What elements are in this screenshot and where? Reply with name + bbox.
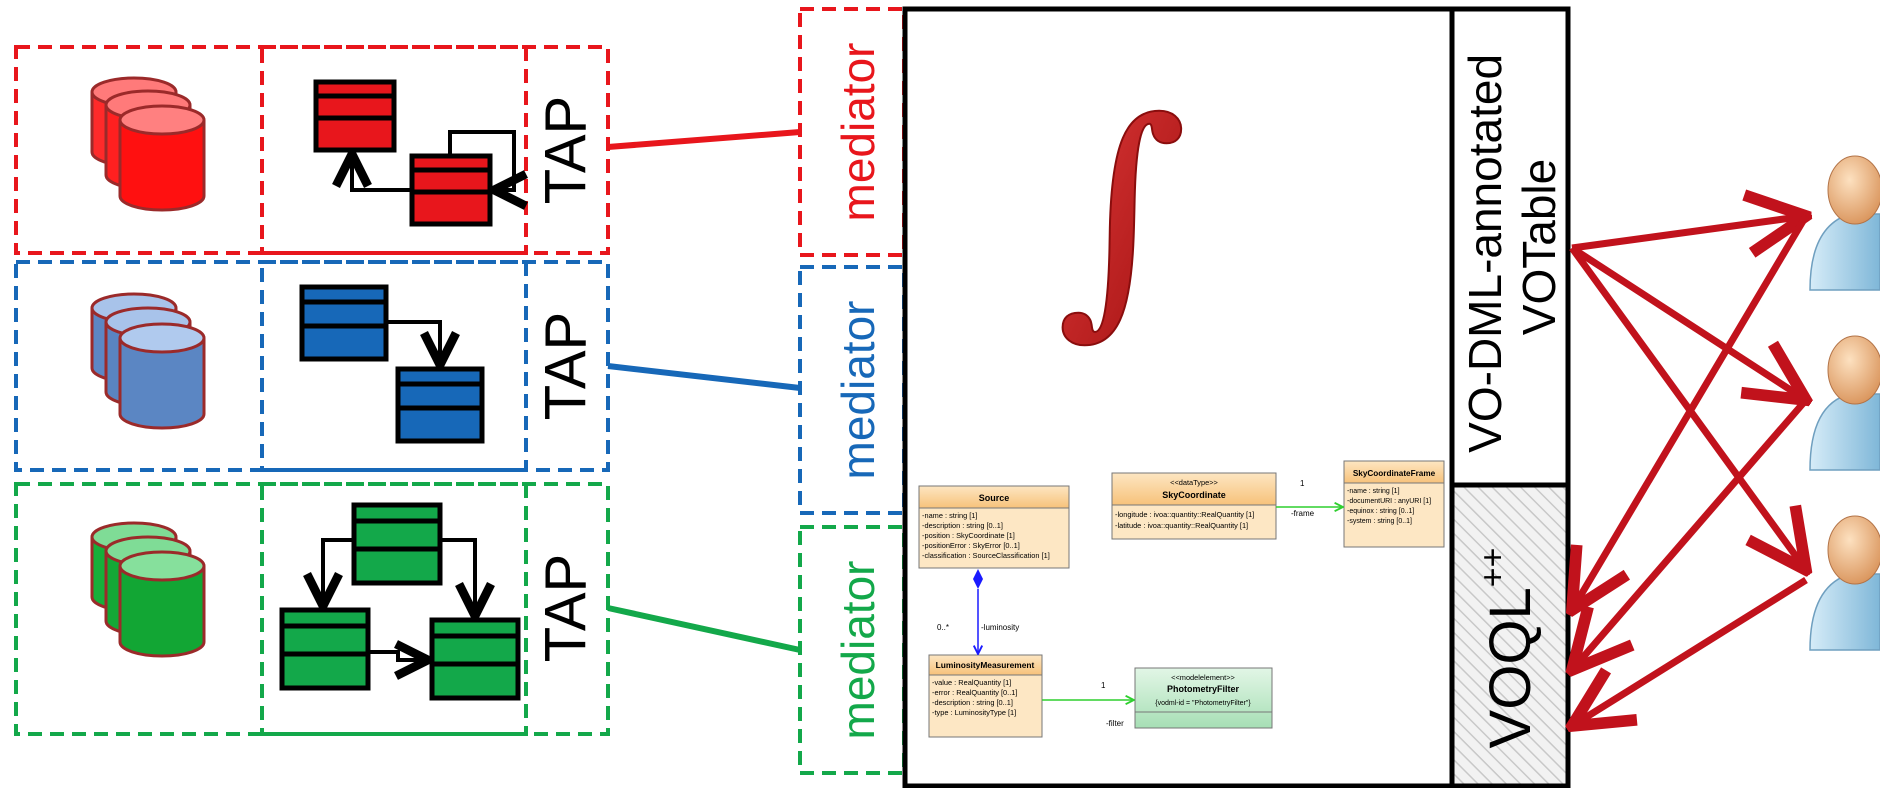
green-data-model-icon (279, 502, 521, 701)
red-data-model-icon (313, 79, 514, 227)
uml-source-class: Source -name : string [1] -description :… (918, 485, 1070, 569)
blue-mediator-label: mediator (832, 301, 884, 480)
votable-box (1449, 6, 1571, 488)
blue-model-frame (260, 260, 528, 472)
arrow-from-user-2 (1572, 397, 1809, 670)
voql-label-base: VOQL (1478, 587, 1543, 748)
uml-photometry-attr: {vodml-id = "PhotometryFilter"} (1155, 700, 1251, 707)
votable-label: VO-DML-annotated VOTable (1459, 41, 1565, 453)
green-database-icon (90, 521, 206, 658)
uml-frame-attr: -system : string [0..1] (1347, 518, 1412, 525)
uml-source-attr: -name : string [1] (922, 511, 977, 520)
uml-photometry-class: <<modelelement>> PhotometryFilter {vodml… (1134, 667, 1273, 729)
red-model-frame (260, 45, 528, 255)
tap-label-red: TAP (534, 96, 599, 205)
voql-box (1449, 482, 1571, 788)
uml-frame-class: SkyCoordinateFrame -name : string [1] -d… (1343, 460, 1445, 548)
integral-symbol: ∫ (1057, 68, 1187, 359)
tap-label-green: TAP (534, 554, 599, 663)
uml-skycoordinate-attr: -longitude : ivoa::quantity::RealQuantit… (1115, 510, 1254, 519)
uml-frame-attr: -equinox : string [0..1] (1347, 508, 1414, 515)
uml-frame-attr: -documentURI : anyURI [1] (1347, 498, 1431, 505)
red-row (14, 45, 610, 255)
arrow-from-user-3 (1572, 577, 1808, 726)
uml-luminosity-name: LuminosityMeasurement (936, 660, 1035, 670)
filter-multiplicity: 1 (1101, 681, 1106, 690)
uml-associations: 1 -frame 0..* -luminosity 1 -filter (937, 479, 1343, 728)
uml-skycoordinate-stereotype: <<dataType>> (1170, 478, 1218, 487)
blue-database-icon (90, 292, 206, 430)
luminosity-role: -luminosity (981, 623, 1019, 632)
tap-label-blue: TAP (534, 312, 599, 421)
red-connector (607, 129, 801, 150)
uml-skycoordinate-attr: -latitude : ivoa::quantity::RealQuantity… (1115, 521, 1248, 530)
uml-source-attr: -position : SkyCoordinate [1] (922, 531, 1015, 540)
uml-source-name: Source (979, 493, 1010, 503)
uml-luminosity-class: LuminosityMeasurement -value : RealQuant… (928, 654, 1043, 738)
uml-photometry-name: PhotometryFilter (1167, 684, 1240, 694)
blue-data-model-icon (299, 284, 485, 444)
green-model-frame (260, 482, 528, 736)
composition-diamond (973, 569, 983, 589)
voql-label-superscript: ++ (1474, 548, 1512, 588)
uml-frame-attr: -name : string [1] (1347, 488, 1400, 495)
user-icon (1809, 335, 1880, 471)
votable-label-line2: VOTable (1513, 159, 1565, 335)
uml-skycoordinate-name: SkyCoordinate (1162, 490, 1226, 500)
red-database-icon (90, 76, 206, 212)
voql-label: VOQL++ (1474, 548, 1543, 749)
frame-multiplicity: 1 (1300, 479, 1305, 488)
arrow-to-user-2 (1570, 245, 1806, 400)
uml-source-attr: -positionError : SkyError [0..1] (922, 541, 1020, 550)
arrow-from-user-1 (1572, 214, 1810, 610)
blue-mediator-box (798, 265, 906, 515)
uml-luminosity-attr: -error : RealQuantity [0..1] (932, 688, 1017, 697)
uml-photometry-stereotype: <<modelelement>> (1171, 673, 1235, 682)
uml-source-attr: -description : string [0..1] (922, 521, 1003, 530)
uml-source-attr: -classification : SourceClassification [… (922, 551, 1050, 560)
uml-frame-name: SkyCoordinateFrame (1353, 469, 1436, 478)
blue-connector (607, 363, 801, 391)
frame-role: -frame (1291, 509, 1315, 518)
green-connector (607, 605, 801, 653)
luminosity-multiplicity: 0..* (937, 623, 949, 632)
user-icon (1809, 515, 1880, 651)
red-mediator-label: mediator (832, 43, 884, 222)
user-icon (1809, 155, 1880, 291)
green-mediator-label: mediator (832, 561, 884, 740)
uml-skycoordinate-class: <<dataType>> SkyCoordinate -longitude : … (1111, 472, 1277, 540)
arrow-to-user-1 (1571, 216, 1806, 248)
uml-luminosity-attr: -value : RealQuantity [1] (932, 678, 1011, 687)
user-arrows (1572, 216, 1806, 726)
uml-luminosity-attr: -type : LuminosityType [1] (932, 708, 1016, 717)
votable-label-line1: VO-DML-annotated (1459, 54, 1511, 453)
uml-luminosity-attr: -description : string [0..1] (932, 698, 1013, 707)
filter-role: -filter (1106, 719, 1124, 728)
